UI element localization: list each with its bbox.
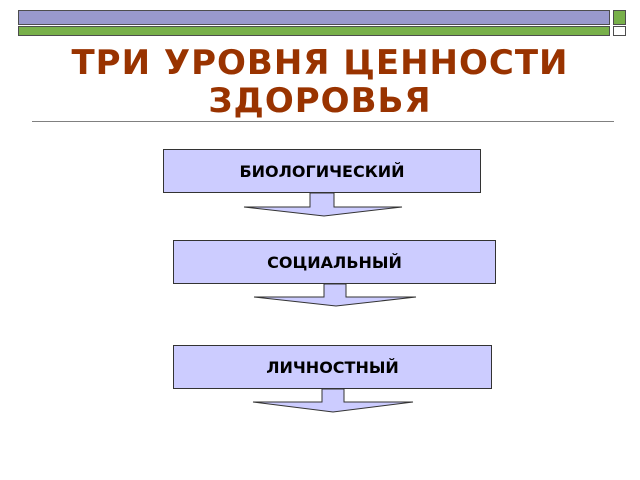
header-square-green xyxy=(613,10,626,25)
level-label-social: СОЦИАЛЬНЫЙ xyxy=(267,252,402,272)
level-label-personal: ЛИЧНОСТНЫЙ xyxy=(266,357,399,377)
header-bar-blue xyxy=(18,10,610,25)
level-label-biological: БИОЛОГИЧЕСКИЙ xyxy=(239,161,405,181)
down-arrow-1-icon xyxy=(243,192,403,217)
slide-title: ТРИ УРОВНЯ ЦЕННОСТИ ЗДОРОВЬЯ xyxy=(71,43,569,121)
level-box-personal: ЛИЧНОСТНЫЙ xyxy=(173,345,492,389)
down-arrow-3-icon xyxy=(252,388,414,413)
level-box-biological: БИОЛОГИЧЕСКИЙ xyxy=(163,149,481,193)
header-bar-green xyxy=(18,26,610,36)
down-arrow-2-icon xyxy=(253,283,417,307)
header-square-white xyxy=(613,26,626,36)
title-divider xyxy=(32,121,614,122)
level-box-social: СОЦИАЛЬНЫЙ xyxy=(173,240,496,284)
